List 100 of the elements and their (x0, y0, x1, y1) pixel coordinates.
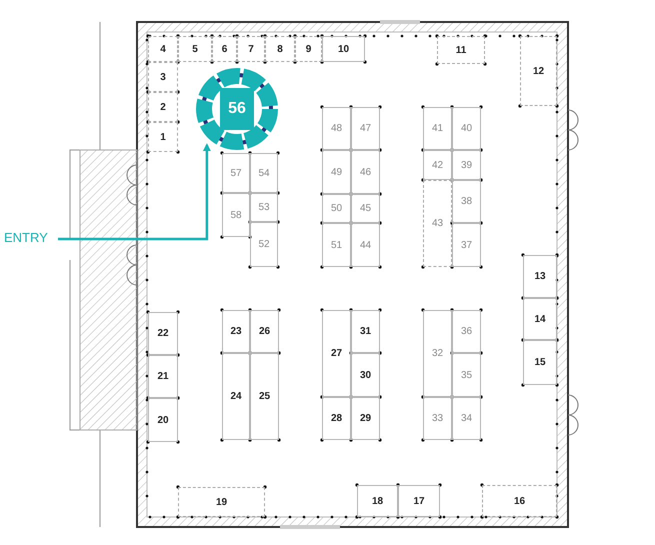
exhibition-booth (351, 107, 380, 150)
booth-number: 54 (258, 168, 270, 178)
exhibition-booth (148, 398, 178, 442)
exhibition-booth (452, 223, 481, 267)
exhibition-booth (322, 397, 351, 440)
booth-number: 10 (338, 44, 350, 54)
exhibition-booth (148, 92, 178, 122)
booth-number: 36 (460, 326, 472, 337)
exhibition-booth (322, 223, 351, 267)
booth-number: 4 (160, 44, 166, 54)
booth-number: 40 (460, 123, 472, 134)
booth-number: 45 (360, 203, 372, 214)
booth-number: 14 (534, 314, 546, 324)
booth-number: 53 (258, 202, 270, 213)
booth-number: 41 (432, 123, 444, 134)
exhibition-booth (423, 107, 452, 150)
booth-number: 12 (532, 66, 544, 76)
booth-number: 31 (360, 326, 372, 337)
booth-number: 37 (460, 240, 472, 250)
exhibition-booth (523, 255, 557, 298)
booth-number: 33 (432, 413, 444, 424)
booth-number: 49 (330, 166, 342, 178)
exhibition-booth (357, 485, 398, 517)
exhibition-booth (148, 62, 178, 92)
exhibition-booth (351, 310, 380, 353)
booth-number: 47 (360, 123, 372, 134)
booth-number: 28 (330, 413, 342, 424)
exhibition-booth (423, 310, 452, 397)
exhibition-booth (250, 353, 279, 440)
exhibition-booth (222, 153, 250, 193)
booth-number: 19 (216, 496, 228, 508)
exhibition-booth (423, 150, 452, 180)
exhibition-booth (148, 122, 178, 152)
exhibition-booth (423, 180, 452, 267)
booth-number: 35 (460, 370, 472, 380)
booth-number: 24 (230, 391, 242, 402)
booth-number: 21 (157, 371, 169, 382)
booth-number: 58 (230, 210, 242, 220)
booth-number: 52 (258, 239, 270, 250)
booth-number: 18 (372, 496, 384, 506)
booth-number: 13 (534, 271, 546, 282)
exhibition-booth (148, 36, 178, 62)
booth-number: 38 (460, 196, 472, 207)
booth-number: 32 (432, 348, 444, 359)
arrow (58, 143, 211, 240)
exhibition-booth (250, 153, 278, 193)
booth-number: 56 (220, 88, 254, 130)
booth-number: 27 (330, 348, 342, 359)
booth-number: 46 (360, 166, 372, 178)
exhibition-booth (178, 487, 265, 517)
booth-number: 48 (330, 123, 342, 134)
exhibition-booth (322, 194, 351, 223)
booth-number: 23 (230, 326, 242, 337)
exhibition-booth (322, 310, 351, 397)
booth-number: 39 (460, 160, 472, 170)
booth-number: 25 (258, 391, 270, 402)
exhibition-booth (423, 397, 452, 440)
exhibition-booth (523, 340, 557, 385)
exhibition-booth (520, 36, 557, 106)
exhibition-booth (250, 310, 279, 353)
exhibition-booth (523, 298, 557, 340)
booth-number: 30 (360, 370, 372, 380)
booth-number: 51 (330, 240, 342, 250)
booth-number: 43 (432, 218, 444, 229)
exhibition-booth (351, 223, 380, 267)
exhibition-booth (452, 107, 481, 150)
booth-number: 1 (160, 132, 166, 142)
exhibition-booth (250, 222, 278, 267)
exhibition-booth (250, 193, 278, 222)
exhibition-booth (148, 355, 178, 398)
booth-number: 44 (360, 240, 372, 250)
booth-number: 11 (456, 44, 466, 56)
exhibition-booth (452, 150, 481, 180)
exhibition-booth (351, 194, 380, 223)
exhibition-booth (222, 353, 250, 440)
exhibition-booth (452, 397, 481, 440)
exhibition-booth (322, 36, 365, 62)
exhibition-booth (295, 36, 322, 62)
booth-number: 22 (157, 328, 169, 339)
booth-number: 9 (306, 44, 312, 54)
entry-label: ENTRY (4, 228, 48, 248)
exhibition-booth (148, 312, 178, 355)
exhibition-booth (237, 36, 265, 62)
exhibition-booth (265, 36, 295, 62)
exhibition-booth (212, 36, 237, 62)
booth-number: 8 (277, 44, 283, 54)
exhibition-booth (351, 353, 380, 397)
booth-number: 20 (157, 414, 169, 426)
booth-number: 26 (258, 326, 270, 337)
booth-number: 29 (360, 413, 372, 424)
booth-number: 57 (230, 168, 242, 178)
exhibition-booth (322, 107, 351, 150)
booth-number: 5 (192, 44, 198, 54)
booth-number: 42 (432, 160, 444, 170)
exhibition-booth (351, 397, 380, 440)
booth-number: 6 (222, 44, 228, 54)
exhibition-booth (222, 193, 250, 237)
exhibition-booth (398, 485, 440, 517)
booth-number: 16 (514, 496, 526, 506)
booth-number: 2 (160, 102, 166, 112)
